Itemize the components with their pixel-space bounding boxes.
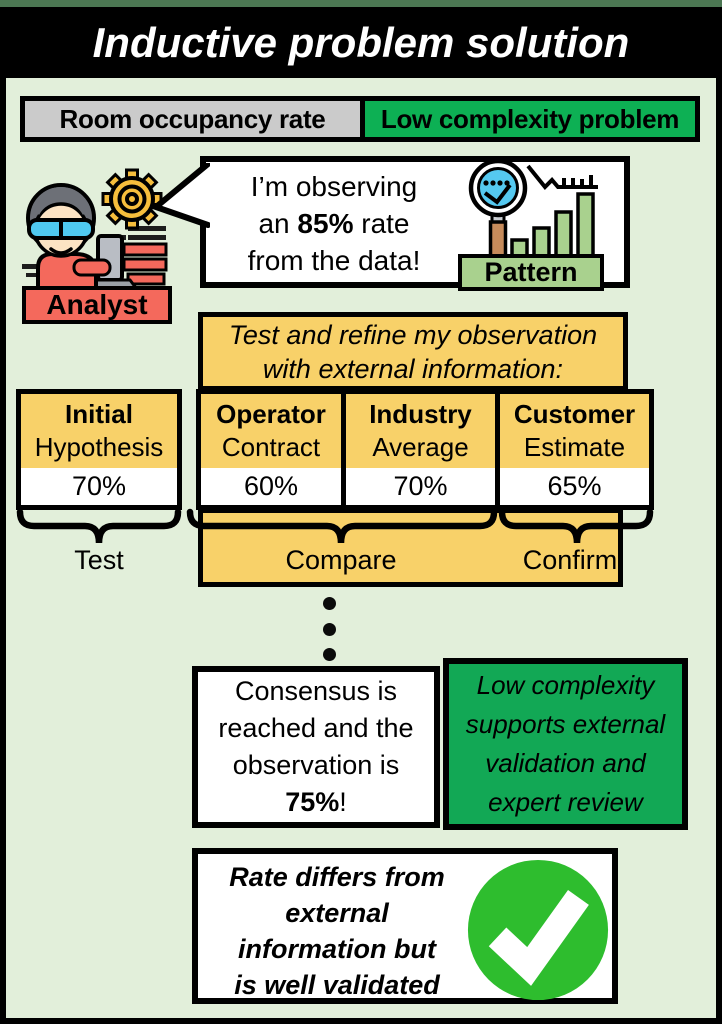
bar-chart-icon — [510, 192, 595, 258]
instruction-box: Test and refine my observation with exte… — [198, 312, 628, 391]
table-cell-customer-estimate: Customer Estimate 65% — [495, 389, 654, 510]
title-banner: Inductive problem solution — [0, 7, 722, 78]
ellipsis-dots-icon — [323, 597, 337, 661]
cell-subtitle: Contract — [221, 432, 321, 462]
header-complexity-label: Low complexity problem — [380, 103, 680, 134]
analyst-icon — [22, 168, 168, 288]
analyst-label-box: Analyst — [22, 286, 172, 324]
cell-value: 70% — [21, 468, 177, 505]
conclusion-box: Rate differs from external information b… — [192, 848, 618, 1004]
cell-title: Industry — [369, 399, 472, 429]
cell-value: 60% — [201, 468, 341, 505]
conclusion-text: Rate differs from external information b… — [229, 862, 445, 1000]
page-title: Inductive problem solution — [92, 18, 630, 66]
cell-value: 65% — [500, 468, 649, 505]
gear-icon — [101, 168, 163, 230]
pattern-label: Pattern — [484, 257, 578, 287]
cell-title: Initial — [65, 399, 133, 429]
brace-test-icon — [16, 508, 182, 544]
dash-icon — [26, 273, 36, 277]
check-icon — [467, 859, 609, 1001]
brace-label-confirm: Confirm — [522, 545, 618, 575]
header-problem-label: Room occupancy rate — [59, 103, 326, 134]
consensus-line-1: Consensus is — [234, 676, 398, 706]
table-cell-operator-contract: Operator Contract 60% — [196, 389, 346, 510]
speech-line-2: an 85% rate — [258, 207, 410, 239]
header-problem-box: Room occupancy rate — [20, 96, 365, 142]
cell-title: Operator — [216, 399, 326, 429]
person-icon — [26, 183, 112, 288]
trend-line-icon — [526, 164, 598, 190]
brace-label-compare: Compare — [285, 545, 397, 575]
cell-subtitle: Average — [372, 432, 469, 462]
cell-title: Customer — [513, 399, 636, 429]
cell-value: 70% — [346, 468, 495, 505]
brace-label-test: Test — [74, 545, 124, 575]
speech-line-1: I’m observing — [250, 170, 418, 202]
pattern-label-box: Pattern — [458, 254, 604, 291]
speech-line-3: from the data! — [247, 244, 421, 276]
documents-icon — [122, 226, 168, 286]
consensus-box: Consensus is reached and the observation… — [192, 666, 440, 828]
consensus-line-2: reached and the — [218, 713, 414, 743]
analyst-label: Analyst — [46, 289, 148, 320]
speech-text: I’m observing an 85% rate from the data! — [212, 166, 456, 280]
dash-icon — [22, 264, 38, 269]
decorative-top-strip — [0, 0, 722, 7]
cell-subtitle: Hypothesis — [34, 432, 164, 462]
low-complexity-note: Low complexity supports external validat… — [443, 658, 688, 830]
consensus-value: 75%! — [285, 787, 347, 817]
magnifier-icon — [468, 160, 528, 258]
cell-subtitle: Estimate — [523, 432, 626, 462]
pattern-icon — [468, 160, 598, 258]
speech-bubble-tail-icon — [150, 163, 210, 228]
table-cell-industry-average: Industry Average 70% — [341, 389, 500, 510]
header-complexity-box: Low complexity problem — [360, 96, 700, 142]
consensus-line-3: observation is — [232, 750, 400, 780]
table-cell-initial-hypothesis: Initial Hypothesis 70% — [16, 389, 182, 510]
